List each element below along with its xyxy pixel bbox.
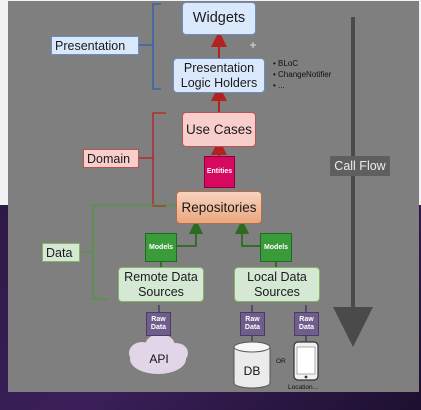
raw-data-tag-location: Raw Data	[294, 312, 319, 336]
domain-layer-label: Domain	[83, 149, 139, 168]
cursor-crosshair-icon	[250, 42, 256, 48]
entities-tag: Entities	[204, 156, 235, 188]
presentation-bracket	[152, 3, 161, 90]
phone-shape	[293, 341, 319, 381]
logic-holders-line1: Presentation	[183, 61, 255, 76]
models-tag-remote: Models	[145, 233, 177, 262]
widgets-label: Widgets	[192, 10, 246, 27]
local-line2: Sources	[254, 284, 300, 299]
presentation-logic-holders-node: Presentation Logic Holders	[173, 58, 265, 93]
logic-holders-line2: Logic Holders	[180, 75, 258, 90]
local-line1: Local Data	[247, 270, 307, 285]
remote-data-sources-node: Remote Data Sources	[118, 267, 204, 302]
repositories-label: Repositories	[181, 199, 257, 215]
local-data-sources-node: Local Data Sources	[234, 267, 320, 302]
widgets-node: Widgets	[182, 2, 256, 35]
data-layer-label: Data	[42, 243, 80, 262]
api-cloud-shape	[129, 334, 188, 374]
remote-line1: Remote Data	[124, 270, 198, 285]
or-label: OR	[276, 358, 286, 365]
models-tag-local: Models	[260, 233, 292, 262]
domain-bracket	[152, 112, 166, 207]
logic-holder-example-changenotifier: • ChangeNotifier	[273, 70, 332, 79]
db-cylinder-shape	[233, 341, 271, 389]
logic-holder-example-more: • ...	[273, 81, 285, 90]
use-cases-node: Use Cases	[182, 112, 256, 147]
db-label: DB	[243, 364, 261, 378]
diagram-slide: Presentation Domain Data Widgets Present…	[8, 1, 419, 392]
raw-data-tag-db: Raw Data	[240, 312, 265, 336]
repositories-node: Repositories	[176, 191, 262, 224]
presentation-layer-label: Presentation	[51, 36, 139, 55]
remote-line2: Sources	[138, 284, 184, 299]
call-flow-label: Call Flow	[330, 156, 390, 176]
logic-holder-example-bloc: • BLoC	[273, 59, 299, 68]
location-label: Location...	[288, 384, 318, 391]
raw-data-tag-api: Raw Data	[146, 312, 171, 336]
api-label: API	[149, 352, 169, 366]
use-cases-label: Use Cases	[185, 121, 253, 137]
